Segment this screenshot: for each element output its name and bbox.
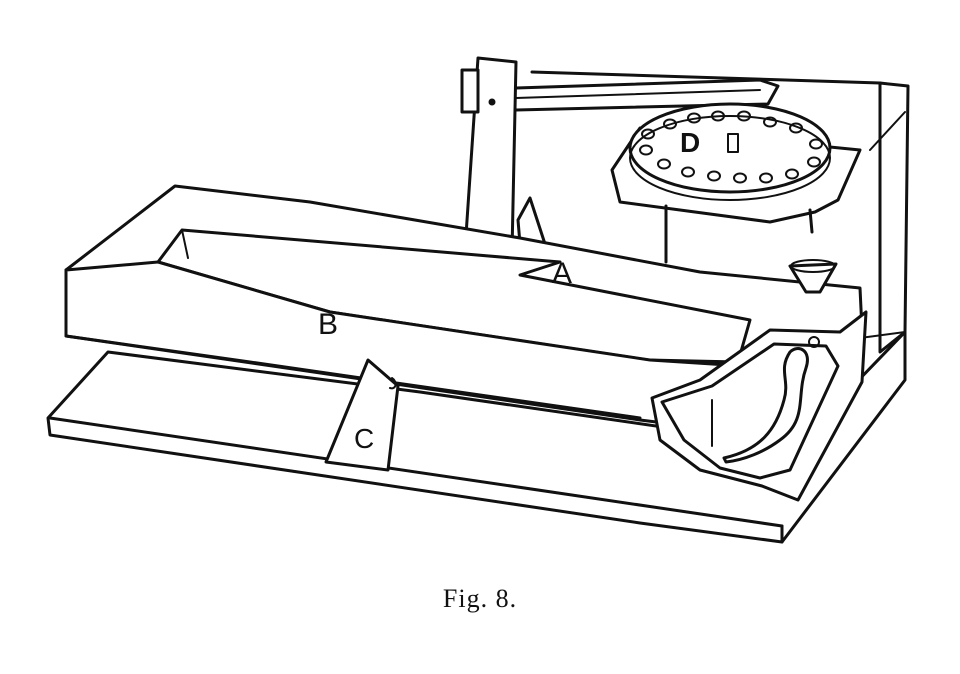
fulcrum-pin <box>389 377 397 390</box>
fulcrum-edge <box>359 359 399 387</box>
figure-caption: Fig. 8. <box>442 584 518 613</box>
upright-post <box>460 56 780 254</box>
back-wall <box>530 70 910 354</box>
revolving-disk <box>610 102 862 264</box>
label-c: C <box>354 423 374 454</box>
label-d: D <box>680 127 700 158</box>
label-b: B <box>318 308 338 341</box>
trough-seesaw <box>64 184 868 502</box>
disk-pegs <box>639 110 823 184</box>
funnel-rim <box>790 259 836 273</box>
base-board <box>46 330 907 544</box>
label-a: A <box>552 257 572 290</box>
